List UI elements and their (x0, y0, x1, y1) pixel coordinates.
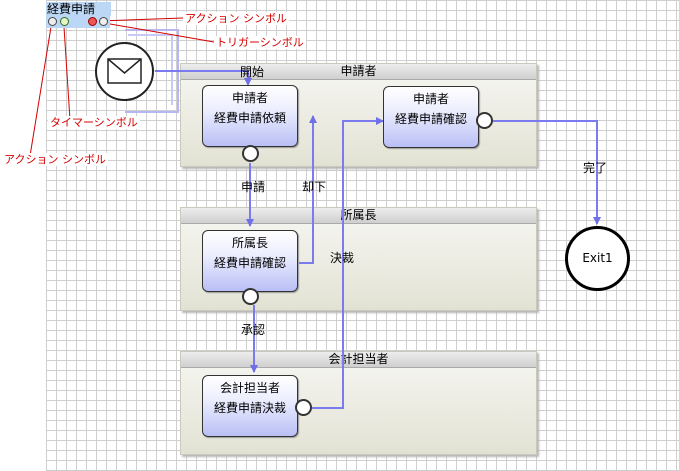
task-accountant-settle[interactable]: 会計担当者 経費申請決裁 (202, 375, 298, 437)
timer-icon[interactable] (60, 17, 69, 26)
lane-header-manager: 所属長 (181, 208, 536, 224)
annotation-action-symbol: アクション シンボル (2, 153, 108, 166)
exit-event[interactable]: Exit1 (565, 226, 630, 291)
edge-label-reject: 却下 (302, 180, 327, 194)
annotation-leader (97, 17, 184, 22)
task-name: 経費申請確認 (213, 256, 286, 270)
edge-start (155, 70, 252, 86)
edge-label-approve: 承認 (241, 323, 266, 337)
trigger-icon[interactable] (88, 17, 97, 26)
start-label: 開始 (240, 65, 265, 79)
annotation-leader (29, 26, 52, 157)
task-name: 経費申請依頼 (213, 111, 286, 125)
task-output-port[interactable] (476, 112, 493, 129)
envelope-icon (107, 58, 142, 84)
edge-reject (299, 115, 317, 264)
workflow-title[interactable]: 経費申請 (46, 2, 111, 16)
task-manager-confirm[interactable]: 所属長 経費申請確認 (202, 230, 298, 292)
task-role: 申請者 (231, 91, 268, 105)
task-applicant-request[interactable]: 申請者 経費申請依頼 (202, 85, 298, 147)
task-name: 経費申請確認 (394, 112, 467, 126)
annotation-trigger-symbol: トリガーシンボル (214, 36, 306, 49)
task-output-port[interactable] (295, 399, 312, 416)
task-role: 所属長 (231, 236, 268, 250)
task-role: 申請者 (412, 92, 449, 106)
task-role: 会計担当者 (219, 381, 280, 395)
edge-done (492, 120, 601, 225)
task-output-port[interactable] (242, 288, 259, 305)
task-name: 経費申請決裁 (213, 401, 286, 415)
annotation-leader (92, 20, 215, 43)
action-icon[interactable] (48, 17, 57, 26)
annotation-leader (63, 26, 71, 121)
action-icon[interactable] (99, 17, 108, 26)
edge-settle (312, 117, 384, 409)
task-output-port[interactable] (242, 145, 259, 162)
annotation-action-symbol: アクション シンボル (183, 12, 289, 25)
annotation-timer-symbol: タイマーシンボル (48, 116, 140, 129)
task-applicant-confirm[interactable]: 申請者 経費申請確認 (383, 86, 479, 148)
edge-label-apply: 申請 (241, 180, 266, 194)
edge-label-done: 完了 (583, 161, 608, 175)
edge-label-settle: 決裁 (330, 251, 355, 265)
lane-header-applicant: 申請者 (181, 64, 536, 80)
start-event[interactable] (95, 42, 154, 101)
